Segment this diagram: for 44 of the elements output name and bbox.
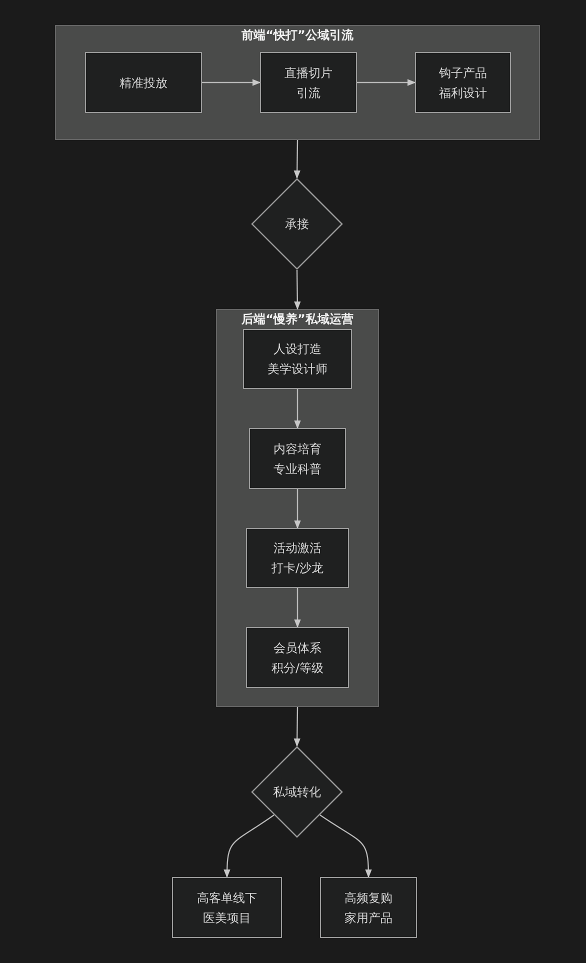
process-box (246, 627, 349, 688)
box-text: 活动激活 (272, 540, 322, 557)
box-text: 高频复购 (344, 890, 392, 906)
arrow (294, 270, 301, 310)
box-text: 积分/等级 (271, 660, 324, 676)
box-text: 医美项目 (202, 910, 252, 926)
process-box (85, 52, 202, 113)
box-text: 福利设计 (439, 84, 487, 102)
process-box (320, 877, 417, 938)
box-text: 专业科普 (274, 460, 322, 478)
arrow (202, 79, 261, 86)
process-box (249, 428, 346, 489)
arrow (294, 489, 301, 529)
group-panel (55, 25, 540, 140)
arrow (294, 389, 301, 429)
arrow (224, 814, 274, 878)
process-box (172, 877, 282, 938)
process-box (260, 52, 357, 113)
box-text: 打卡/沙龙 (271, 560, 324, 577)
arrow (320, 814, 372, 878)
panel-title: 前端“快打”公域引流 (240, 27, 354, 44)
process-box (246, 528, 349, 588)
box-text: 会员体系 (272, 640, 322, 656)
arrow (294, 707, 300, 747)
decision-diamond (251, 746, 343, 838)
arrow (294, 140, 300, 179)
box-text: 私域转化 (273, 784, 321, 801)
box-text: 精准投放 (120, 74, 168, 92)
box-text: 家用产品 (344, 910, 392, 926)
process-box (243, 329, 352, 389)
box-text: 人设打造 (272, 341, 322, 358)
box-text: 高客单线下 (197, 890, 257, 906)
process-box (415, 52, 511, 113)
group-panel (216, 309, 379, 707)
box-text: 直播切片 (284, 64, 332, 82)
arrow (357, 79, 416, 86)
box-text: 承接 (285, 216, 309, 233)
panel-title: 后端“慢养”私域运营 (240, 311, 354, 328)
box-text: 内容培育 (274, 440, 322, 458)
arrow (294, 588, 301, 628)
decision-diamond (251, 178, 343, 270)
box-text: 美学设计师 (268, 361, 328, 378)
box-text: 钩子产品 (439, 64, 487, 82)
box-text: 引流 (296, 84, 322, 102)
